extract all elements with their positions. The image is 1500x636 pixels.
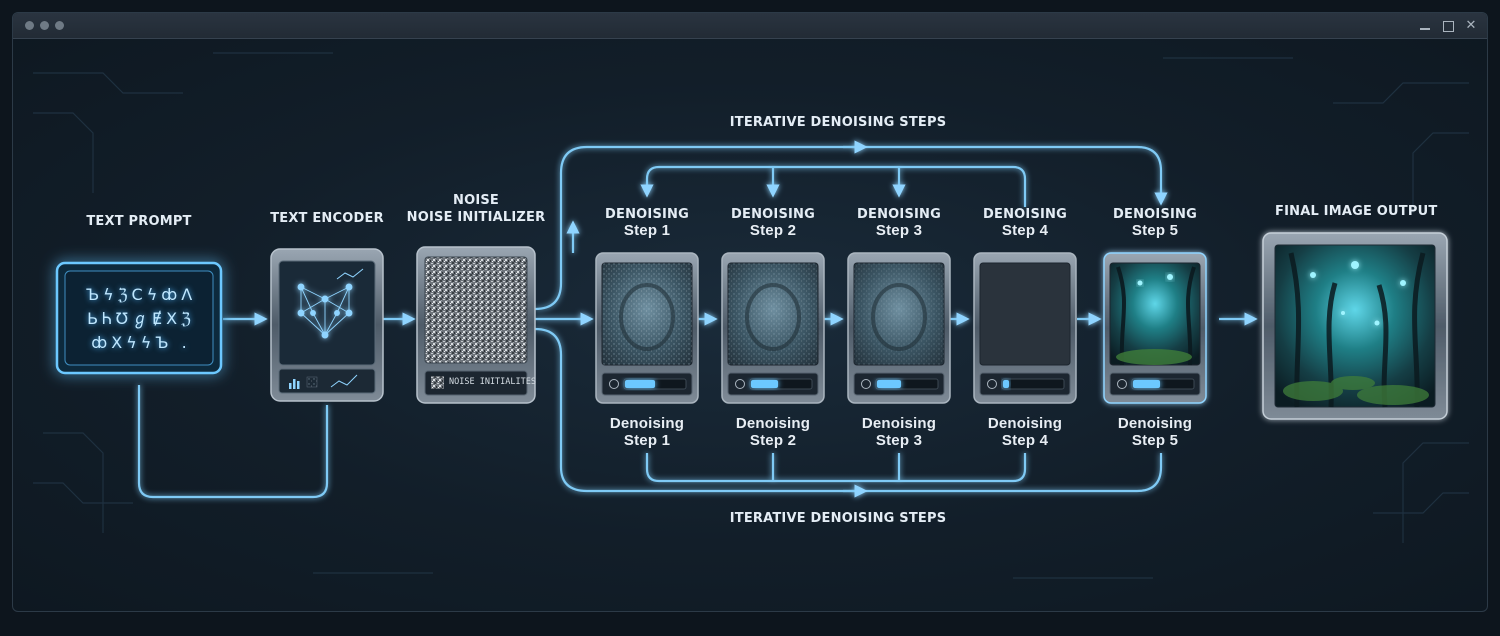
play-icon[interactable] xyxy=(987,379,997,389)
step-3-top-label: DENOISING xyxy=(857,207,941,222)
neural-network-icon xyxy=(297,283,353,339)
play-icon[interactable] xyxy=(861,379,871,389)
chart-line-icon xyxy=(336,268,364,280)
progress-fill xyxy=(751,380,778,388)
window-dot-1[interactable] xyxy=(25,21,34,30)
step-2-top-label: DENOISING xyxy=(731,207,815,222)
denoising-step-1 xyxy=(595,252,699,404)
text-prompt-panel xyxy=(55,261,223,375)
prompt-glyph-row-1: ЪϟℨϹϟȸɅ xyxy=(85,285,197,304)
denoising-step-panels xyxy=(595,252,1207,404)
bar-chart-icon xyxy=(289,379,300,389)
prompt-glyph-row-2: ЬᏂƱℊɆⅩℨ xyxy=(87,309,195,328)
step-5-bottom-sublabel: Step 5 xyxy=(1131,432,1179,449)
glowing-orbs xyxy=(1310,261,1406,326)
noise-thumbnail-icon xyxy=(431,376,444,389)
text-prompt-label: TEXT PROMPT xyxy=(86,214,192,229)
step-5-bottom-label: Denoising xyxy=(1117,415,1193,432)
progress-fill xyxy=(1003,380,1009,388)
final-image-frame xyxy=(1262,232,1448,420)
step-4-top-sublabel: Step 4 xyxy=(1001,222,1049,239)
step-3-bottom-sublabel: Step 3 xyxy=(875,432,923,449)
step-5-top-sublabel: Step 5 xyxy=(1131,222,1179,239)
step-3-top-sublabel: Step 3 xyxy=(875,222,923,239)
progress-fill xyxy=(625,380,655,388)
noise-initializer-device xyxy=(416,246,536,404)
maximize-icon[interactable] xyxy=(1438,16,1458,36)
step-1-top-sublabel: Step 1 xyxy=(623,222,671,239)
pipeline-diagram xyxy=(33,52,1469,579)
play-icon[interactable] xyxy=(609,379,619,389)
final-output-label: FINAL IMAGE OUTPUT xyxy=(1275,204,1438,219)
app-window: ✕ xyxy=(12,12,1488,612)
denoising-step-5 xyxy=(1103,252,1207,404)
window-dot-2[interactable] xyxy=(40,21,49,30)
iterative-steps-bottom-label: ITERATIVE DENOISING STEPS xyxy=(729,511,947,526)
minimize-icon[interactable] xyxy=(1415,16,1435,36)
step-noise-overlay xyxy=(602,263,692,365)
step-4-top-label: DENOISING xyxy=(983,207,1067,222)
progress-fill xyxy=(1133,380,1160,388)
pipeline-connectors xyxy=(137,140,1258,499)
iterative-steps-top-label: ITERATIVE DENOISING STEPS xyxy=(729,115,947,130)
step-4-bottom-sublabel: Step 4 xyxy=(1001,432,1049,449)
noise-label-top: NOISE xyxy=(452,193,499,208)
background-circuit-traces xyxy=(33,52,1469,579)
step-1-top-label: DENOISING xyxy=(605,207,689,222)
play-icon[interactable] xyxy=(1117,379,1127,389)
text-encoder-label: TEXT ENCODER xyxy=(270,211,384,226)
step-4-bottom-label: Denoising xyxy=(987,415,1063,432)
noise-initializer-label: NOISE INITIALIZER xyxy=(406,210,546,225)
step-3-bottom-label: Denoising xyxy=(861,415,937,432)
step-5-top-label: DENOISING xyxy=(1113,207,1197,222)
step-noise-overlay xyxy=(728,263,818,365)
prompt-glyphs: ЪϟℨϹϟȸɅ ЬᏂƱℊɆⅩℨ ȸⅩϟϟЪ . xyxy=(71,283,211,355)
step-2-bottom-sublabel: Step 2 xyxy=(749,432,797,449)
window-dot-3[interactable] xyxy=(55,21,64,30)
denoising-step-3 xyxy=(847,252,951,404)
step-2-top-sublabel: Step 2 xyxy=(749,222,797,239)
denoising-step-4 xyxy=(973,252,1077,404)
play-icon[interactable] xyxy=(735,379,745,389)
title-bar: ✕ xyxy=(13,13,1487,39)
step-noise-overlay xyxy=(854,263,944,365)
noise-panel-text: NOISE INITIALITES xyxy=(449,377,536,387)
denoising-step-2 xyxy=(721,252,825,404)
step-2-bottom-label: Denoising xyxy=(735,415,811,432)
trend-icon xyxy=(330,374,358,388)
progress-track xyxy=(1001,378,1065,390)
grid-icon xyxy=(306,376,318,388)
prompt-glyph-row-3: ȸⅩϟϟЪ . xyxy=(91,333,191,352)
text-encoder-device xyxy=(270,248,384,402)
progress-fill xyxy=(877,380,901,388)
step-1-bottom-label: Denoising xyxy=(609,415,685,432)
close-icon[interactable]: ✕ xyxy=(1465,18,1477,33)
step-1-bottom-sublabel: Step 1 xyxy=(623,432,671,449)
